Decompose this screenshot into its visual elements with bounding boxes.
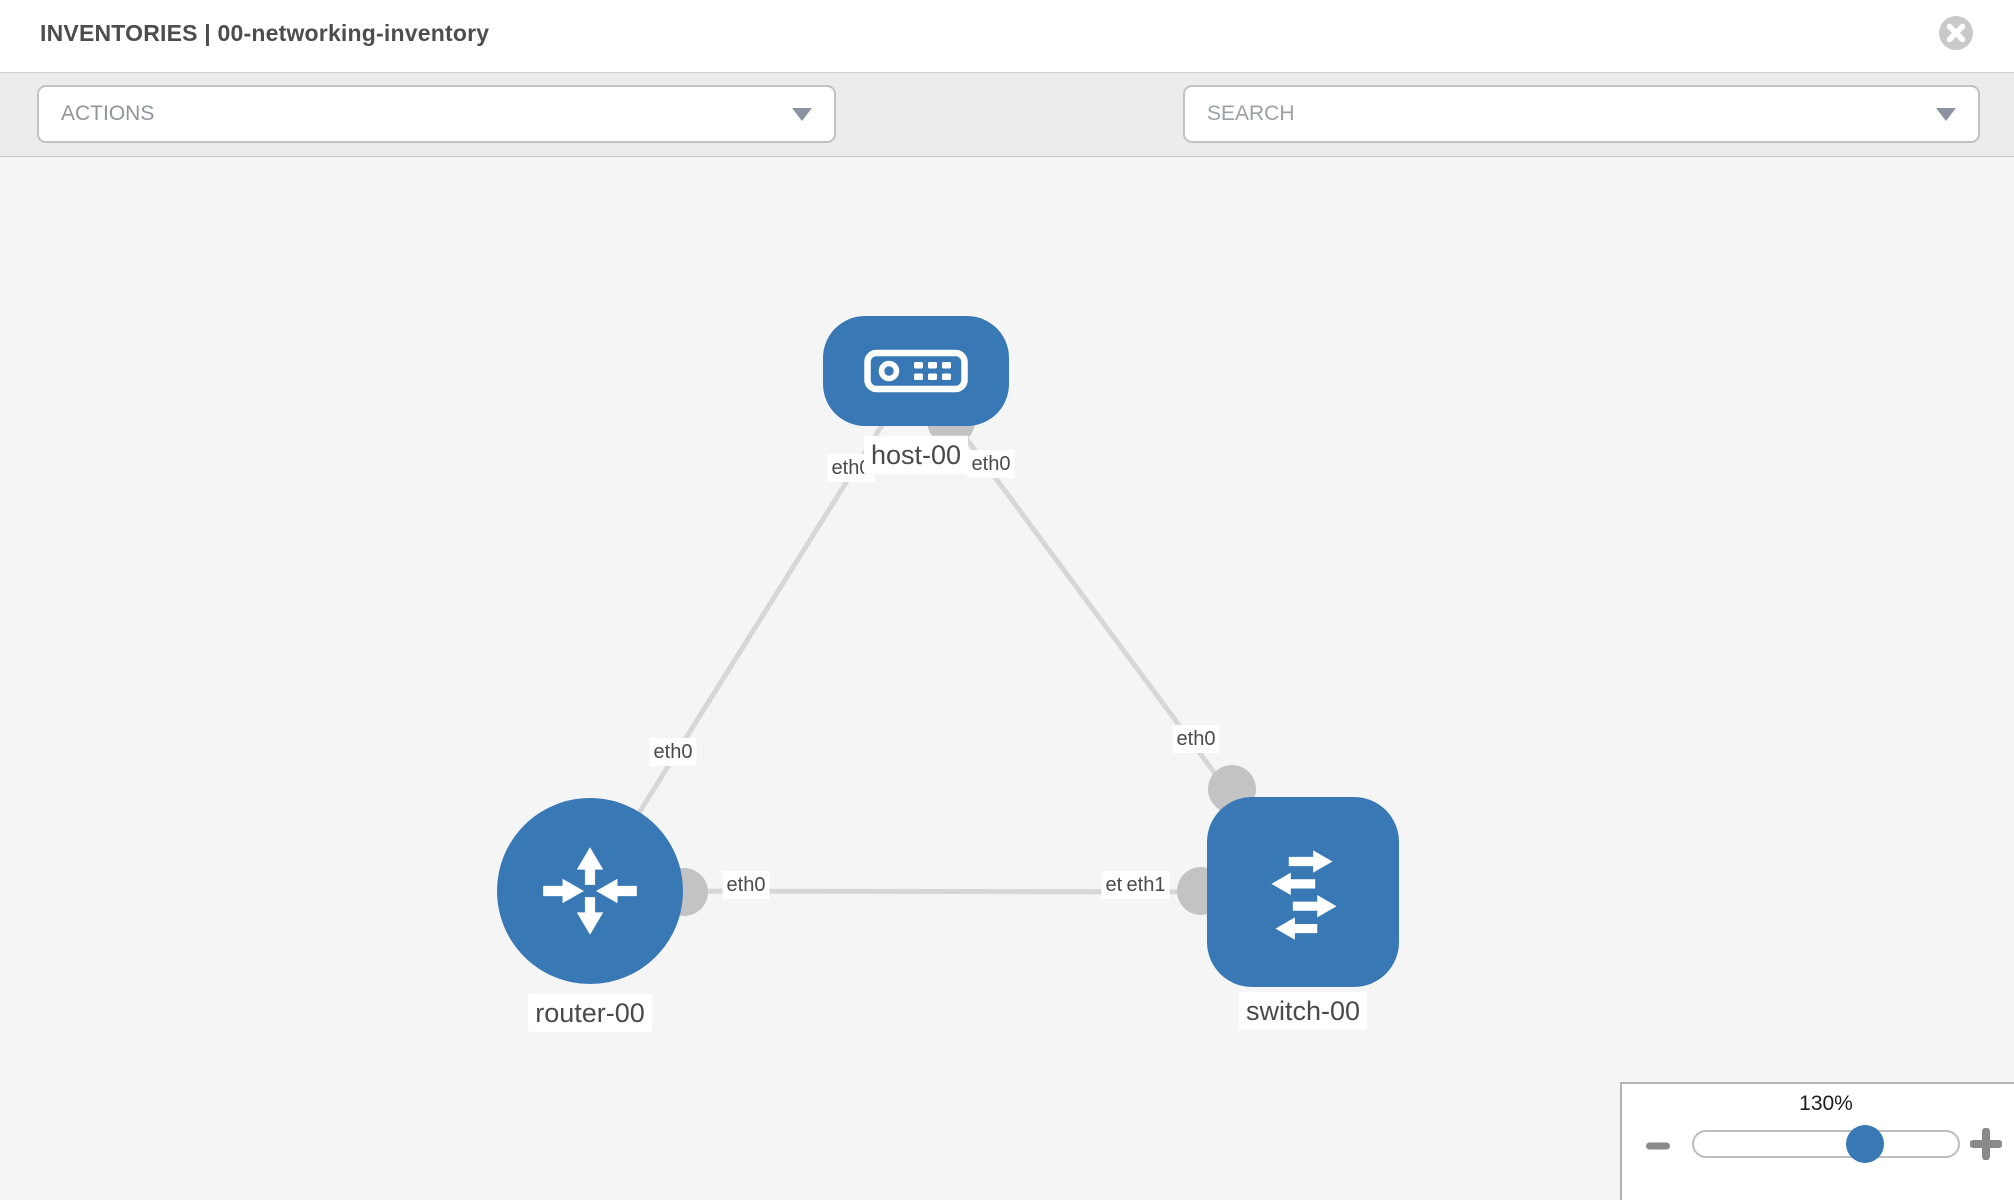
zoom-slider[interactable] [1692, 1130, 1960, 1158]
zoom-out-button[interactable] [1644, 1132, 1672, 1165]
interface-label: eth0 [1172, 725, 1220, 753]
node-label-switch-00: switch-00 [1238, 991, 1368, 1031]
node-label-host-00: host-00 [863, 435, 969, 475]
toolbar: ACTIONS SEARCH [0, 72, 2014, 204]
zoom-panel: 130% [1620, 1082, 2014, 1200]
search-dropdown[interactable]: SEARCH [1183, 85, 1980, 143]
chevron-down-icon [1936, 107, 1956, 121]
zoom-slider-knob[interactable] [1846, 1125, 1884, 1163]
node-router-00[interactable] [497, 798, 683, 984]
interface-label: eth0 [827, 454, 875, 482]
router-icon [543, 847, 637, 935]
links-layer [587, 369, 1306, 916]
search-dropdown-label: SEARCH [1207, 102, 1295, 125]
actions-dropdown[interactable]: ACTIONS [37, 85, 836, 143]
interface-label: eth1 [1122, 871, 1170, 899]
interface-label: eth0 [722, 871, 770, 899]
zoom-in-button[interactable] [1969, 1127, 2003, 1165]
switch-icon [1271, 850, 1337, 940]
actions-dropdown-label: ACTIONS [61, 102, 155, 125]
topology-canvas[interactable]: eth0eth0eth0eth0eth0eth0eth1 host-00rout… [0, 157, 2014, 1200]
panel-header: INVENTORIES | 00-networking-inventory [0, 0, 2014, 72]
node-label-router-00: router-00 [528, 993, 652, 1033]
close-icon[interactable] [1936, 13, 1976, 53]
interface-label: eth0 [649, 738, 697, 766]
chevron-down-icon [792, 107, 812, 121]
node-switch-00[interactable] [1207, 797, 1399, 987]
node-host-00[interactable] [823, 316, 1009, 426]
server-icon [864, 349, 968, 393]
page-title: INVENTORIES | 00-networking-inventory [40, 20, 490, 46]
zoom-level: 130% [1799, 1092, 1853, 1115]
interface-label: eth0 [967, 450, 1015, 478]
